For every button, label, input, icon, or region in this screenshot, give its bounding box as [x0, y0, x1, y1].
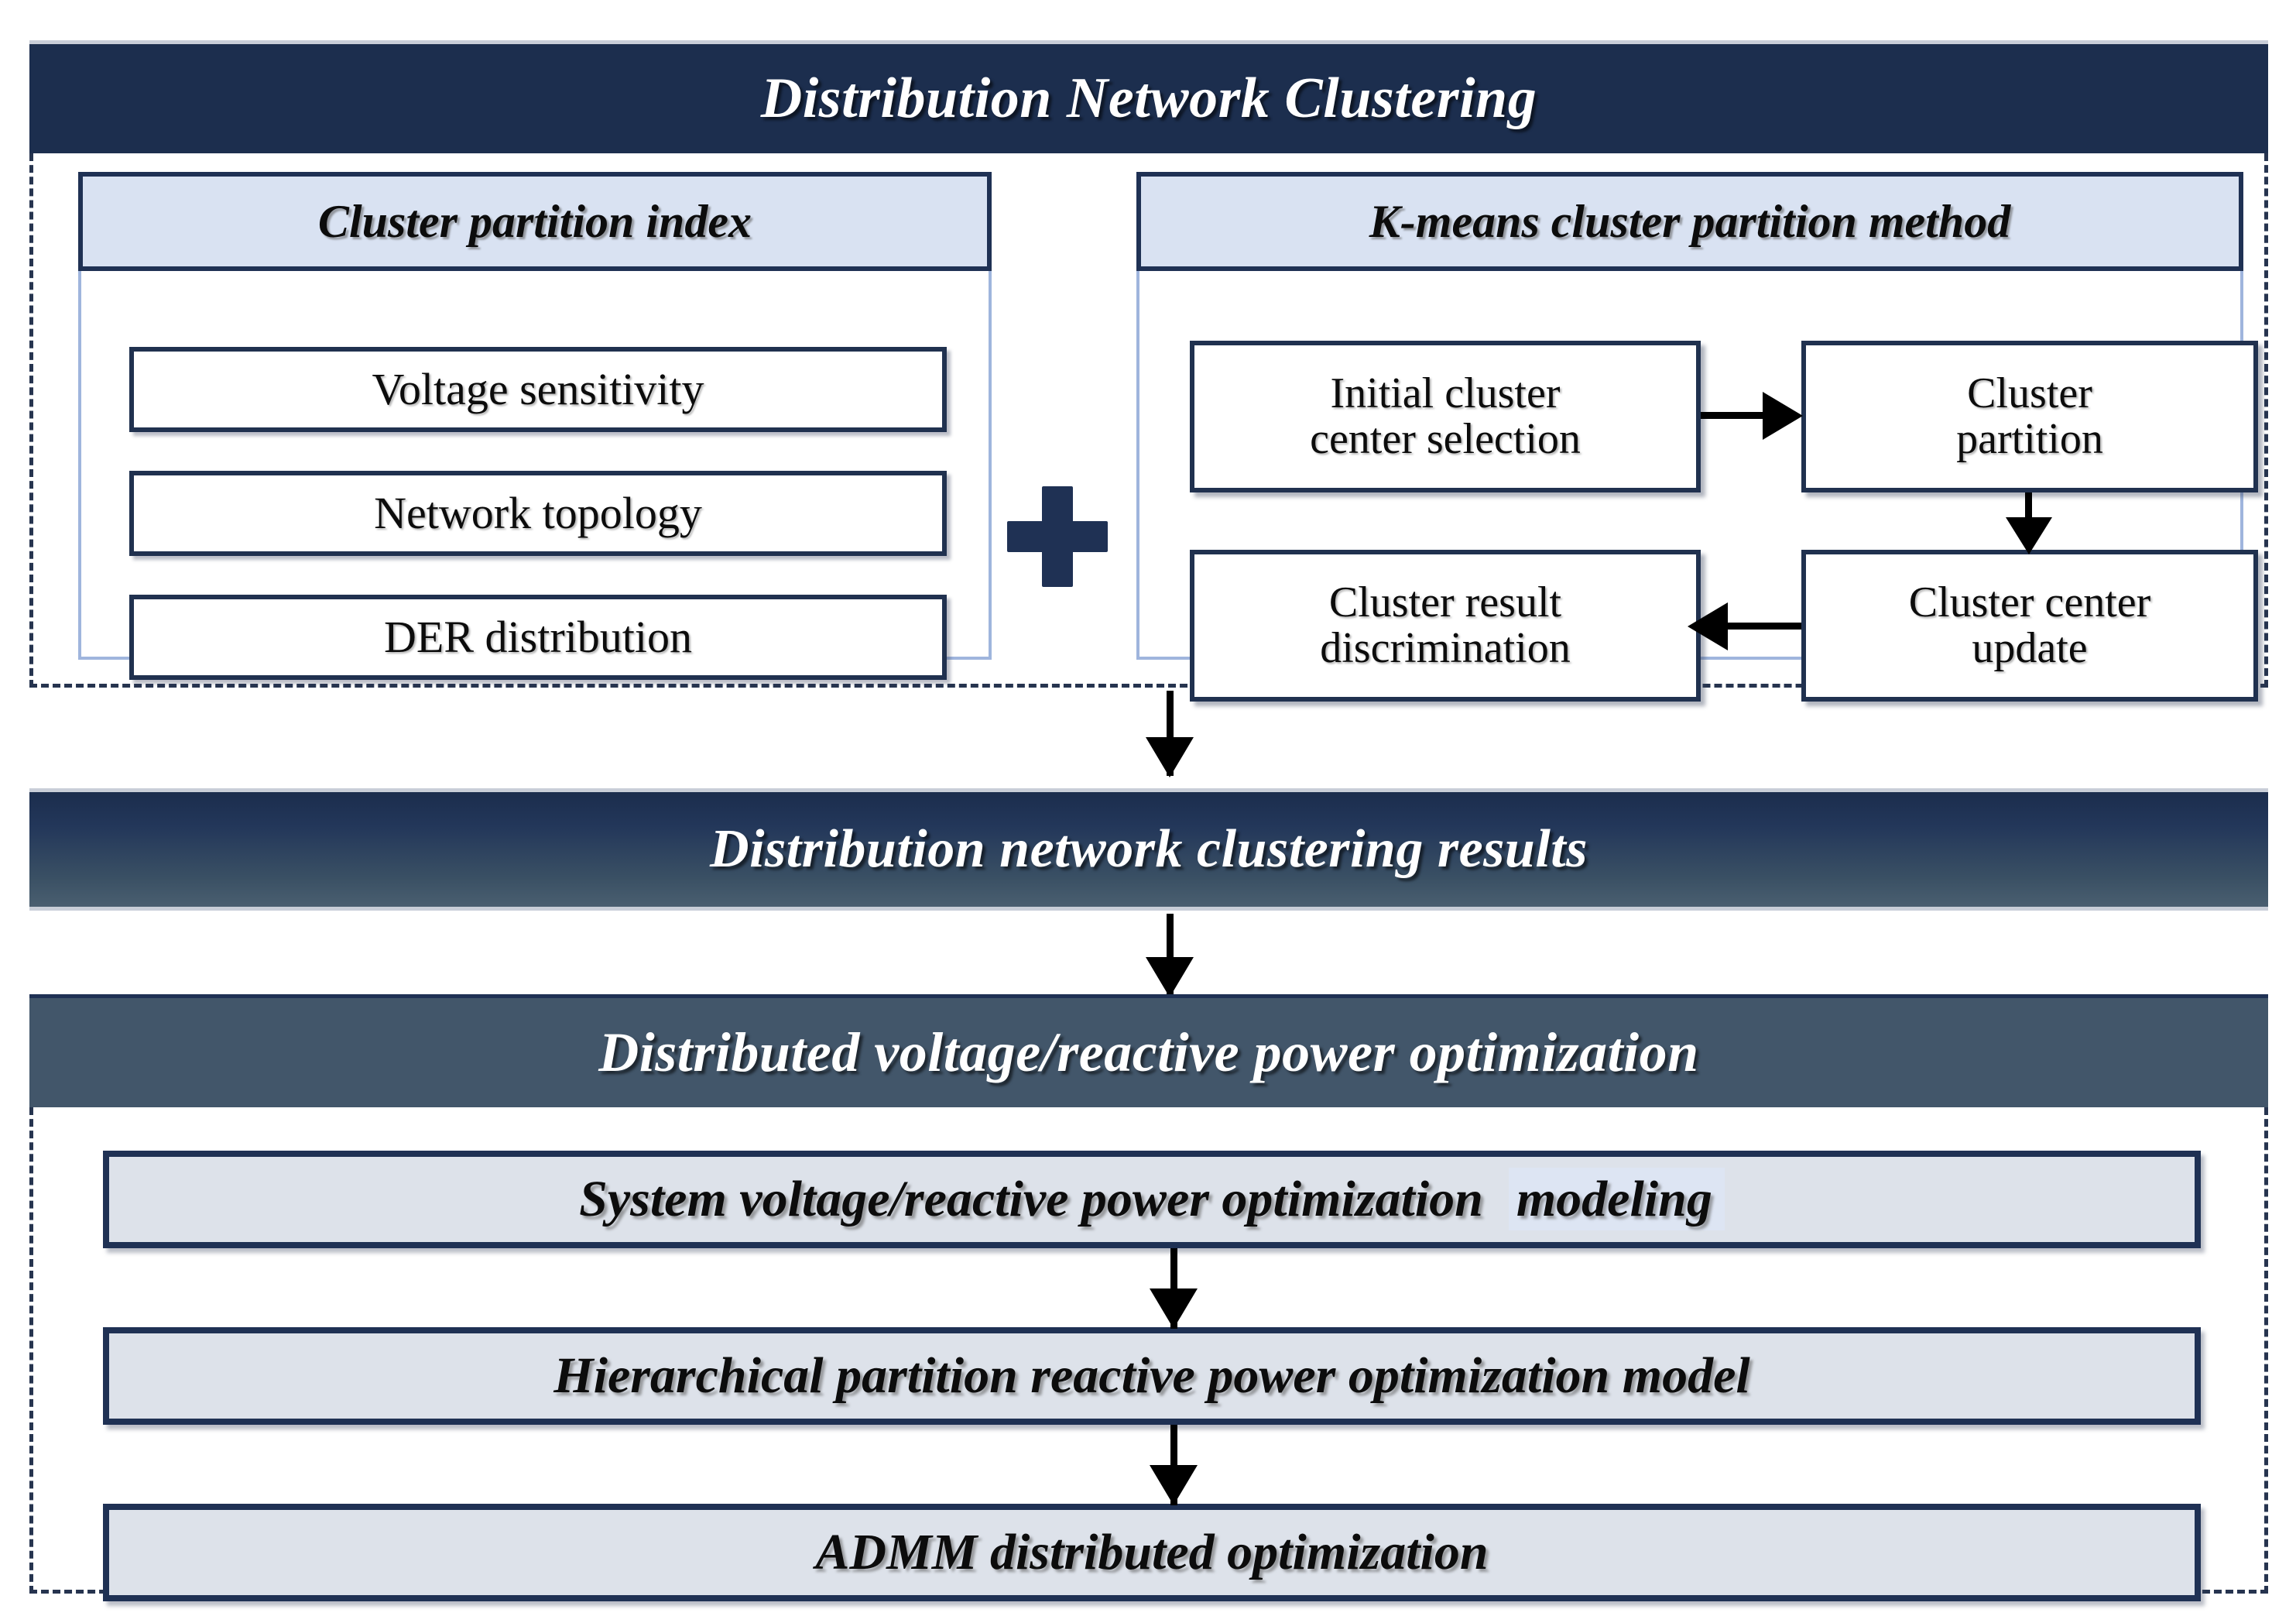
step-initial-line2: center selection — [1310, 415, 1581, 463]
clustering-section-body: Voltage sensitivity Network topology DER… — [29, 153, 2268, 702]
connector-modeling-to-hierarchy-head-icon — [1150, 1288, 1198, 1329]
clustering-section: Distribution Network Clustering Voltage … — [29, 40, 2268, 702]
panel-frame-kmeans-method: Initial cluster center selection Cluster… — [1136, 221, 2258, 702]
connector-clustering-to-results-head-icon — [1146, 737, 1194, 777]
step-cluster-result-discrimination[interactable]: Cluster result discrimination — [1190, 550, 1701, 702]
optimization-section-body: System voltage/reactive power optimizati… — [29, 1107, 2268, 1601]
panel-kmeans-method: Initial cluster center selection Cluster… — [1136, 172, 2258, 702]
optimization-section-title: Distributed voltage/reactive power optim… — [29, 994, 2268, 1107]
panel-header-cluster-partition-index: Cluster partition index — [78, 172, 992, 271]
panel-header-kmeans-method: K-means cluster partition method — [1136, 172, 2243, 271]
opt-modeling-main-text: System voltage/reactive power optimizati… — [579, 1171, 1483, 1228]
item-der-distribution[interactable]: DER distribution — [129, 595, 947, 680]
opt-box-admm-distributed-optimization[interactable]: ADMM distributed optimization — [103, 1504, 2201, 1601]
panel-frame-cluster-partition-index: Voltage sensitivity Network topology DER… — [78, 221, 992, 680]
arrow-partition-to-update-head-icon — [2006, 517, 2052, 554]
step-update-line2: update — [1972, 624, 2088, 672]
arrow-initial-to-partition-line — [1701, 412, 1769, 419]
connector-results-to-optimization-head-icon — [1146, 957, 1194, 997]
clustering-section-title: Distribution Network Clustering — [29, 40, 2268, 153]
step-result-line2: discrimination — [1320, 624, 1571, 672]
step-partition-line2: partition — [1956, 415, 2103, 463]
opt-box-system-modeling[interactable]: System voltage/reactive power optimizati… — [103, 1151, 2201, 1248]
optimization-section: Distributed voltage/reactive power optim… — [29, 994, 2268, 1601]
opt-box-hierarchical-model[interactable]: Hierarchical partition reactive power op… — [103, 1327, 2201, 1425]
connector-clustering-to-results-line — [1167, 691, 1174, 776]
item-network-topology[interactable]: Network topology — [129, 471, 947, 556]
panel-cluster-partition-index: Voltage sensitivity Network topology DER… — [78, 172, 992, 680]
item-voltage-sensitivity[interactable]: Voltage sensitivity — [129, 347, 947, 432]
opt-modeling-highlight-text: modeling — [1508, 1168, 1725, 1231]
plus-operator-icon — [1007, 486, 1108, 587]
arrow-update-to-result-head-icon — [1688, 602, 1728, 650]
arrow-partition-to-update-line — [2025, 492, 2032, 530]
connector-results-to-optimization-line — [1167, 914, 1174, 996]
step-partition-line1: Cluster — [1967, 369, 2092, 418]
results-band-label: Distribution network clustering results — [29, 788, 2268, 911]
step-cluster-center-update[interactable]: Cluster center update — [1801, 550, 2258, 702]
arrow-update-to-result-line — [1728, 623, 1801, 630]
step-result-line1: Cluster result — [1328, 578, 1562, 627]
arrow-initial-to-partition-head-icon — [1763, 392, 1803, 440]
step-cluster-partition[interactable]: Cluster partition — [1801, 341, 2258, 492]
step-initial-line1: Initial cluster — [1330, 369, 1561, 418]
step-initial-cluster-center-selection[interactable]: Initial cluster center selection — [1190, 341, 1701, 492]
connector-hierarchy-to-admm-head-icon — [1150, 1465, 1198, 1505]
step-update-line1: Cluster center — [1908, 578, 2151, 627]
